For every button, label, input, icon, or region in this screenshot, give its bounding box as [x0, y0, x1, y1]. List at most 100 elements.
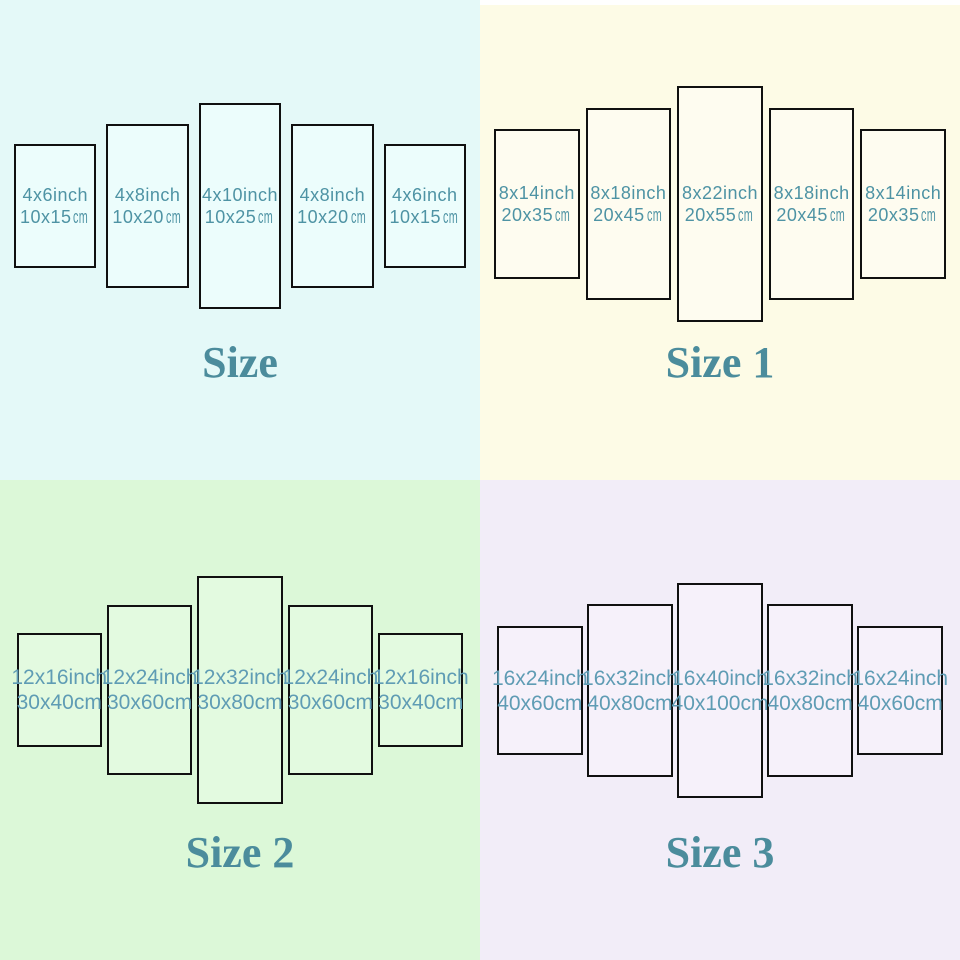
panel-cm-unit: cm: [443, 207, 459, 227]
panel-cm-unit: cm: [740, 691, 769, 715]
panel-cm-unit: cm: [165, 206, 181, 227]
panel-cm-size: 30x60cm: [102, 690, 198, 715]
panel-cm-value: 30x60: [107, 690, 165, 714]
panel-cm-value: 10x20: [112, 206, 164, 227]
panel-cm-unit: cm: [254, 690, 283, 714]
panel-inch-size: 16x32inch: [762, 666, 858, 690]
size-title: Size: [202, 338, 278, 387]
panel-cm-size: 30x40cm: [373, 690, 469, 715]
panel-cm-value: 20x45: [593, 205, 645, 225]
panel-cm-size: 30x40cm: [11, 690, 107, 715]
panel-cm-unit: cm: [435, 690, 464, 714]
panel-cm-value: 40x80: [587, 691, 645, 715]
panel-cm-value: 30x40: [16, 690, 74, 714]
panel-cm-unit: cm: [738, 204, 754, 225]
panel-cm-unit: cm: [350, 206, 366, 227]
panel-cm-unit: cm: [258, 207, 274, 227]
panel-cm-unit: cm: [646, 205, 662, 225]
panel-inch-size: 16x40inch: [672, 666, 768, 690]
panel-inch-size: 12x24inch: [282, 665, 379, 689]
size-2-title: Size 2: [185, 828, 295, 877]
panel-cm-unit: cm: [644, 691, 673, 715]
panel-cm-size: 40x60cm: [492, 691, 588, 716]
panel-cm-value: 20x35: [867, 204, 920, 225]
panel-cm-unit: cm: [345, 690, 373, 714]
size-3-title: Size 3: [665, 828, 775, 877]
panel-cm-value: 20x45: [776, 205, 828, 225]
panel-inch-size: 8x14inch: [865, 182, 942, 203]
panel-cm-unit: cm: [829, 205, 845, 225]
panel-cm-unit: cm: [164, 690, 193, 714]
panel-inch-size: 4x6inch: [392, 185, 458, 205]
panel-cm-value: 40x60: [497, 691, 555, 715]
panel-cm-size: 40x80cm: [582, 691, 678, 716]
panel-inch-size: 8x14inch: [498, 182, 575, 203]
panel-cm-unit: cm: [554, 691, 583, 715]
panel-inch-size: 4x10inch: [201, 185, 279, 205]
panel-inch-size: 8x18inch: [773, 183, 850, 203]
panel-inch-size: 16x24inch: [852, 666, 949, 690]
panel-cm-value: 30x40: [378, 690, 436, 714]
panel-cm-value: 30x80: [197, 690, 255, 714]
panel-inch-size: 16x24inch: [491, 666, 588, 690]
panel-inch-size: 12x24inch: [101, 665, 198, 689]
panel-cm-value: 40x60: [857, 691, 915, 715]
panel-cm-size: 40x100cm: [672, 691, 769, 716]
panel-cm-size: 40x60cm: [852, 691, 948, 716]
panel-cm-value: 10x25: [204, 207, 257, 227]
panel-cm-value: 10x15: [19, 207, 72, 227]
panel-cm-value: 10x20: [297, 206, 349, 227]
panel-cm-size: 40x80cm: [762, 691, 858, 716]
panel-cm-value: 10x15: [389, 207, 442, 227]
panel-cm-unit: cm: [914, 691, 943, 715]
panel-cm-unit: cm: [73, 207, 89, 227]
panel-cm-unit: cm: [73, 690, 102, 714]
panel-inch-size: 12x32inch: [192, 665, 288, 689]
panel-cm-value: 30x60: [287, 690, 345, 714]
panel-inch-size: 8x22inch: [681, 182, 759, 203]
size-1-title: Size 1: [665, 338, 775, 387]
